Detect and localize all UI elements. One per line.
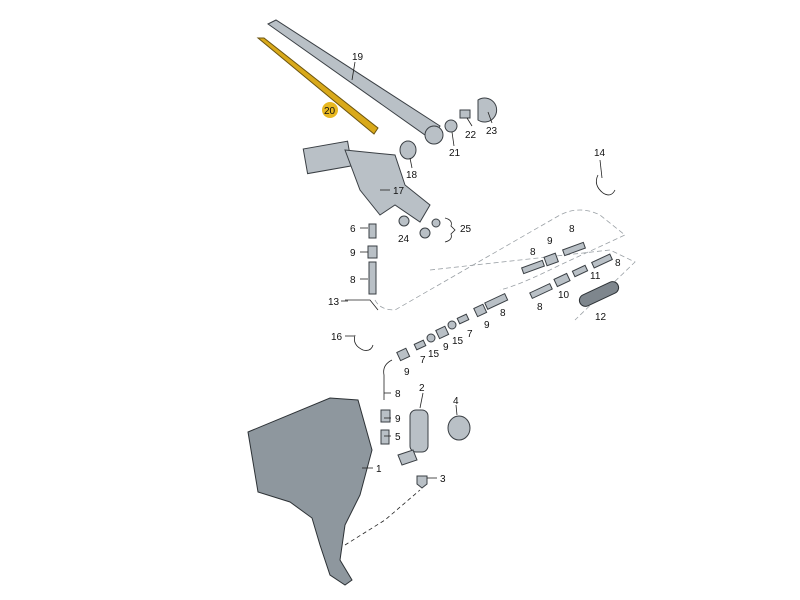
callout-12: 12 xyxy=(595,312,607,323)
hose-piece xyxy=(368,261,377,295)
seal xyxy=(447,415,471,441)
callout-8g: 8 xyxy=(395,389,401,400)
callout-20: 20 xyxy=(324,106,336,117)
clip-16 xyxy=(353,334,374,351)
nut xyxy=(444,119,458,133)
callout-8d: 8 xyxy=(615,258,621,269)
callout-23: 23 xyxy=(486,126,498,137)
callout-4: 4 xyxy=(453,396,459,407)
callout-18: 18 xyxy=(406,170,418,181)
reservoir-dash xyxy=(344,489,421,546)
callout-7b: 7 xyxy=(420,355,426,366)
callout-9b: 9 xyxy=(547,236,553,247)
bracket-13 xyxy=(345,299,379,311)
callout-11: 11 xyxy=(590,271,601,282)
callout-9e: 9 xyxy=(404,367,410,378)
callout-8c: 8 xyxy=(569,224,575,235)
bush-2 xyxy=(419,227,431,239)
callout-1: 1 xyxy=(376,464,382,475)
callout-16: 16 xyxy=(331,332,343,343)
callout-25: 25 xyxy=(460,224,472,235)
bush xyxy=(398,215,410,227)
highlight-marker xyxy=(322,102,338,118)
arm-pivot xyxy=(424,125,444,145)
callout-15: 15 xyxy=(452,336,464,347)
hose-clip xyxy=(595,174,616,196)
callout-3: 3 xyxy=(440,474,446,485)
leader-lines xyxy=(341,61,603,479)
callout-9c: 9 xyxy=(484,320,490,331)
callout-8: 8 xyxy=(350,275,356,286)
callout-7: 7 xyxy=(467,329,473,340)
wiper-motor xyxy=(302,140,353,175)
washer-reservoir xyxy=(247,397,373,586)
callout-22: 22 xyxy=(465,130,477,141)
pump-connector xyxy=(397,449,418,466)
callout-19: 19 xyxy=(352,52,364,63)
right-hoses xyxy=(520,241,620,307)
callout-9: 9 xyxy=(350,248,356,259)
hose-chain xyxy=(380,292,509,445)
callout-17: 17 xyxy=(393,186,405,197)
callout-8e: 8 xyxy=(537,302,543,313)
callout-9d: 9 xyxy=(443,342,449,353)
callout-14: 14 xyxy=(594,148,606,159)
callout-21: 21 xyxy=(449,148,461,159)
brace-25 xyxy=(444,217,456,243)
callout-8b: 8 xyxy=(530,247,536,258)
clip xyxy=(459,109,471,119)
cap xyxy=(477,97,498,123)
callout-10: 10 xyxy=(558,290,570,301)
grommet xyxy=(399,140,417,160)
callout-8f: 8 xyxy=(500,308,506,319)
hose-piece xyxy=(367,245,378,259)
callout-15b: 15 xyxy=(428,349,440,360)
washer-pump xyxy=(409,409,429,453)
motor-bracket xyxy=(344,149,431,223)
callout-5: 5 xyxy=(395,432,401,443)
callout-6: 6 xyxy=(350,224,356,235)
connector xyxy=(368,223,377,239)
wiper-blade xyxy=(256,37,379,135)
grommet-3 xyxy=(416,475,428,489)
callout-2: 2 xyxy=(419,383,425,394)
hose-route xyxy=(374,209,626,311)
bush-3 xyxy=(431,218,441,228)
wiper-arm xyxy=(267,19,441,141)
callout-13: 13 xyxy=(328,297,340,308)
callout-9f: 9 xyxy=(395,414,401,425)
callout-24: 24 xyxy=(398,234,410,245)
